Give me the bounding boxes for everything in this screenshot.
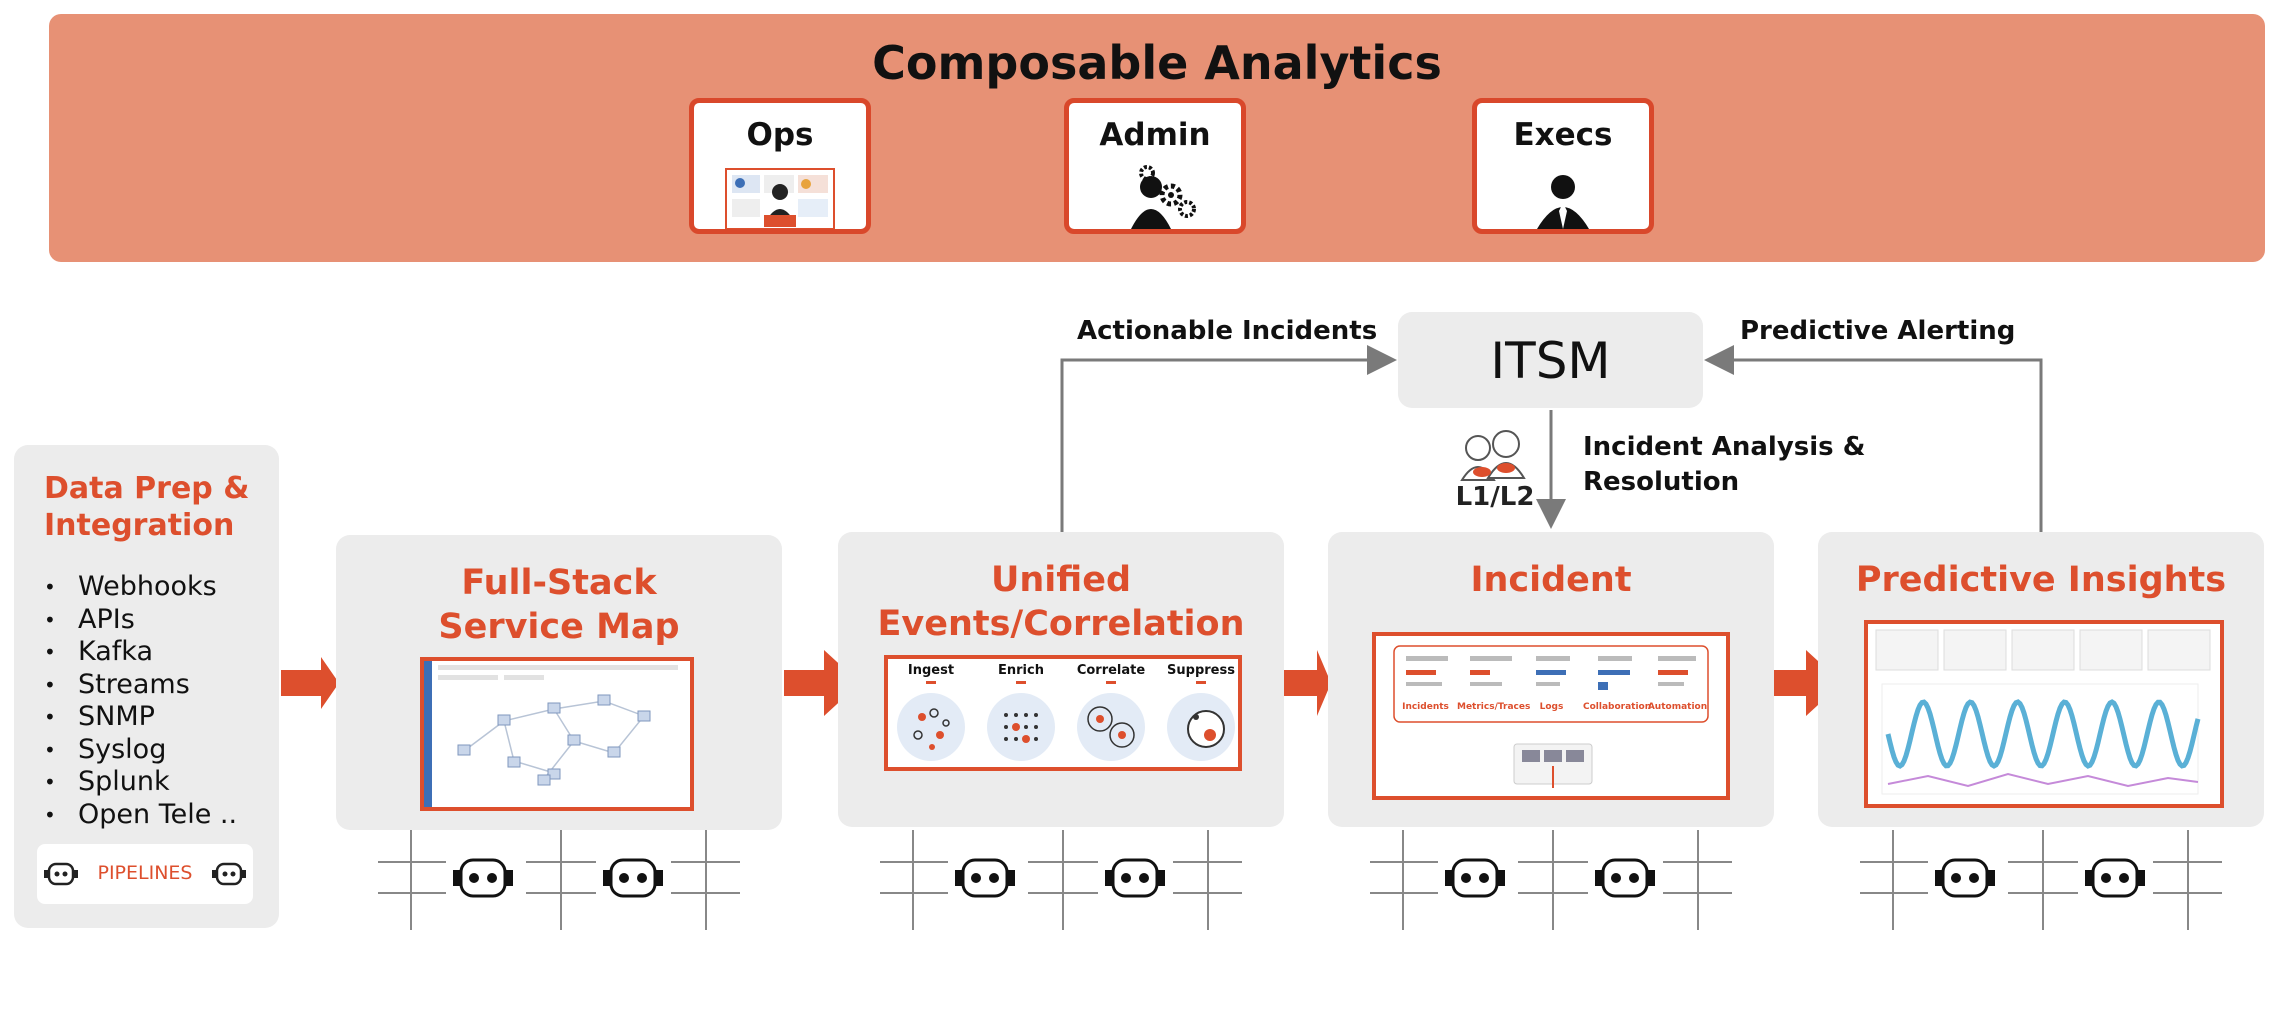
source-webhooks: Webhooks [40, 571, 237, 604]
robot-eye [971, 873, 981, 883]
source-splunk: Splunk [40, 766, 237, 799]
persona-ops-label: Ops [746, 117, 814, 153]
stage-service-map[interactable]: Full-Stack Service Map [336, 535, 782, 830]
support-engineers-icon [1460, 430, 1526, 481]
stage-incident[interactable]: Incident Incidents Metrics/Traces Logs C… [1328, 532, 1774, 827]
robot-eye [469, 873, 479, 883]
step-enrich-label: Enrich [998, 663, 1044, 678]
robot-eye [1139, 873, 1149, 883]
robot-eye [1479, 873, 1489, 883]
robot-icon [212, 862, 246, 886]
robot-ear [1445, 870, 1452, 886]
robot-ear [453, 870, 460, 886]
itsm-box[interactable]: ITSM [1398, 312, 1703, 408]
itsm-label: ITSM [1490, 332, 1611, 390]
robot-icon [44, 862, 78, 886]
robot-eye [1121, 873, 1131, 883]
robot-ear [1105, 870, 1112, 886]
dashboard-operator-icon [725, 168, 835, 229]
robot-eye [1629, 873, 1639, 883]
automation-agents-strip [378, 830, 2222, 930]
robot-icon [609, 858, 657, 898]
robot-ear [2138, 870, 2145, 886]
robot-eye [1611, 873, 1621, 883]
pipelines-badge[interactable]: PIPELINES [37, 844, 253, 904]
flow-arrow-1 [281, 657, 339, 709]
robot-icon [1941, 858, 1989, 898]
service-map-thumbnail [420, 657, 694, 811]
source-open-telemetry: Open Tele .. [40, 799, 237, 832]
stage-predictive-insights-title: Predictive Insights [1855, 560, 2227, 600]
robot-eye [2101, 873, 2111, 883]
robot-eye [1461, 873, 1471, 883]
robot-ear [1158, 870, 1165, 886]
persona-admin[interactable]: Admin [1064, 98, 1246, 234]
actionable-incidents-label: Actionable Incidents [1077, 316, 1378, 346]
robot-eye [619, 873, 629, 883]
step-suppress-label: Suppress [1167, 663, 1235, 678]
source-apis: APIs [40, 604, 237, 637]
robot-ear [603, 870, 610, 886]
persona-execs[interactable]: Execs [1472, 98, 1654, 234]
incident-analysis-label: Incident Analysis & Resolution [1583, 432, 1866, 497]
robot-eye [989, 873, 999, 883]
robot-ear [2085, 870, 2092, 886]
robot-ear [656, 870, 663, 886]
source-syslog: Syslog [40, 734, 237, 767]
correlation-pipeline-thumbnail: Ingest Enrich Correlate Suppress [884, 655, 1242, 771]
incident-integrations-thumbnail: Incidents Metrics/Traces Logs Collaborat… [1372, 632, 1730, 800]
predictive-alerting-arrow [1704, 345, 2043, 533]
step-ingest-label: Ingest [907, 663, 955, 678]
flow-arrow-3 [1277, 650, 1331, 716]
robot-icon [459, 858, 507, 898]
support-tier-label: L1/L2 [1455, 482, 1535, 512]
admin-gears-icon [1131, 165, 1196, 229]
step-correlate-label: Correlate [1076, 663, 1146, 678]
persona-ops[interactable]: Ops [689, 98, 871, 234]
pipelines-label: PIPELINES [97, 862, 193, 884]
column-metrics-traces-label: Metrics/Traces [1457, 702, 1531, 712]
column-logs-label: Logs [1539, 702, 1564, 712]
robot-ear [1648, 870, 1655, 886]
robot-eye [637, 873, 647, 883]
robot-icon [2091, 858, 2139, 898]
source-snmp: SNMP [40, 701, 237, 734]
stage-predictive-insights[interactable]: Predictive Insights [1818, 532, 2264, 827]
predictive-chart-thumbnail [1864, 620, 2224, 808]
robot-ear [1935, 870, 1942, 886]
robot-icon [1601, 858, 1649, 898]
robot-ear [955, 870, 962, 886]
robot-eye [1951, 873, 1961, 883]
robot-eye [2119, 873, 2129, 883]
executive-icon [1537, 175, 1589, 229]
banner-title: Composable Analytics [872, 36, 1442, 90]
column-incidents-label: Incidents [1402, 702, 1449, 712]
robot-icon [1111, 858, 1159, 898]
robot-icon [961, 858, 1009, 898]
robot-icon [1451, 858, 1499, 898]
composable-analytics-banner: Composable Analytics Ops Admin Execs [49, 14, 2265, 262]
stage-unified-events[interactable]: Unified Events/Correlation Ingest Enrich… [838, 532, 1284, 827]
column-automation-label: Automation [1647, 702, 1708, 712]
persona-execs-label: Execs [1513, 117, 1613, 153]
robot-ear [1008, 870, 1015, 886]
predictive-alerting-label: Predictive Alerting [1740, 316, 2016, 346]
source-kafka: Kafka [40, 636, 237, 669]
robot-ear [1988, 870, 1995, 886]
robot-ear [506, 870, 513, 886]
robot-ear [1498, 870, 1505, 886]
robot-eye [487, 873, 497, 883]
persona-admin-label: Admin [1099, 117, 1211, 153]
robot-eye [1969, 873, 1979, 883]
stage-unified-events-title: Unified Events/Correlation [877, 560, 1245, 644]
actionable-incidents-arrow [1060, 345, 1397, 533]
source-streams: Streams [40, 669, 237, 702]
robot-ear [1595, 870, 1602, 886]
stage-incident-title: Incident [1470, 560, 1632, 600]
column-collaboration-label: Collaboration [1583, 702, 1652, 712]
data-source-list: Webhooks APIs Kafka Streams SNMP Syslog … [40, 571, 237, 831]
stage-service-map-title: Full-Stack Service Map [438, 563, 680, 647]
data-prep-title: Data Prep & Integration [44, 471, 250, 543]
